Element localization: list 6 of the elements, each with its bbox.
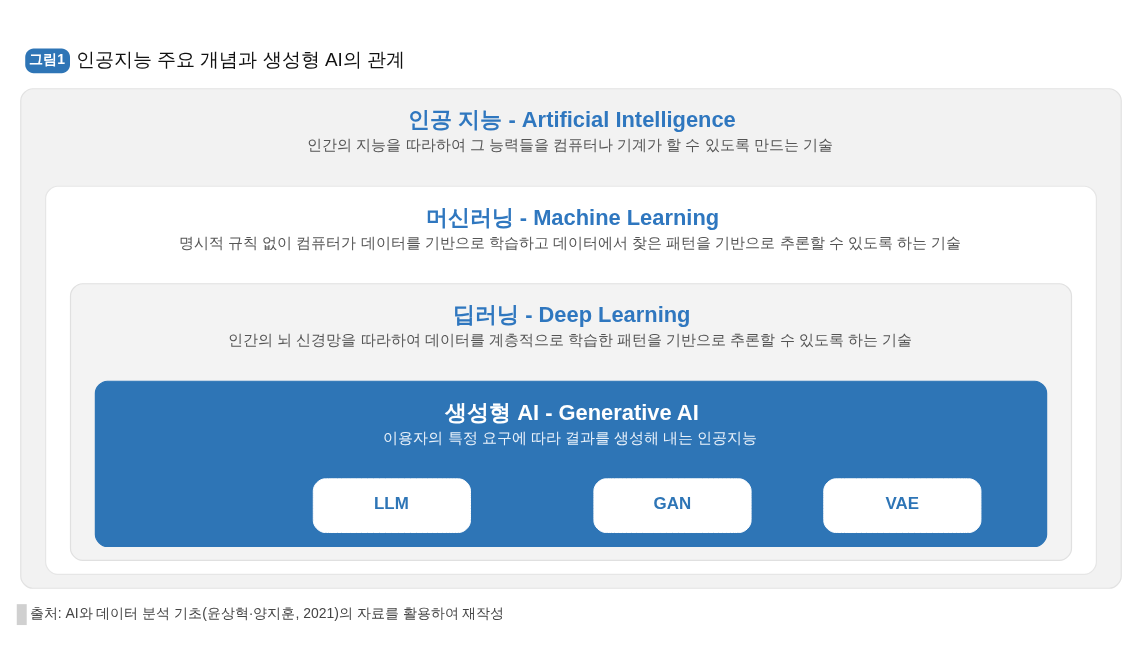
- node-box: GAN: [593, 478, 752, 533]
- node-box: VAE: [823, 478, 982, 533]
- label: 그림1: [29, 50, 65, 67]
- node-box: LLM: [312, 478, 471, 533]
- diagram-title: 인공지능 주요 개념과 생성형 AI의 관계: [75, 48, 406, 70]
- caption: 출처: AI와 데이터 분석 기초(윤상혁·양지훈, 2021)의 자료를 활용하여 재작성: [29, 605, 505, 622]
